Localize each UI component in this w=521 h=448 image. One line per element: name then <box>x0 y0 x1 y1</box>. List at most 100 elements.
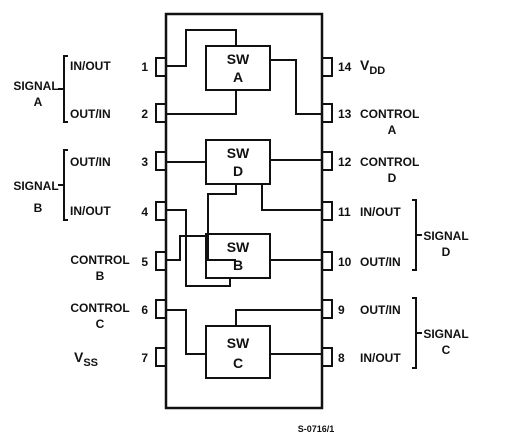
switch-b-box <box>205 233 271 279</box>
pin-5-label: CONTROL <box>70 253 129 267</box>
switch-d-title: SW <box>227 145 250 161</box>
pin-5-sublabel: B <box>96 269 105 283</box>
signal-a-letter: A <box>34 95 43 109</box>
switch-c-box <box>205 325 271 379</box>
pin-5-tab <box>155 251 166 271</box>
wire-swa-pin13 <box>270 59 322 115</box>
pin-4-number: 4 <box>141 205 148 219</box>
wire-pin2-swa <box>166 90 237 115</box>
pin-13-sublabel: A <box>388 123 397 137</box>
signal-d-group: SIGNAL D <box>412 199 469 271</box>
signal-c-group: SIGNAL C <box>412 297 469 369</box>
wire-swc-pin9 <box>235 309 322 326</box>
switch-b-title: SW <box>227 239 250 255</box>
pin-1-number: 1 <box>141 60 148 74</box>
pin-2-label: OUT/IN <box>70 107 111 121</box>
pin-1-tab <box>155 57 166 77</box>
signal-a-label: SIGNAL <box>13 79 58 93</box>
vdd-symbol: V <box>360 57 370 73</box>
signal-b-label: SIGNAL <box>13 179 58 193</box>
pin-13-number: 13 <box>338 107 352 121</box>
switch-a: SW A <box>205 45 271 91</box>
switch-c: SW C <box>205 325 271 379</box>
pin-9-tab <box>322 299 333 319</box>
pin-7-tab <box>155 347 166 367</box>
vss-subscript: SS <box>83 357 98 369</box>
signal-b-group: SIGNAL B <box>13 149 68 221</box>
signal-d-bracket <box>412 199 417 271</box>
signal-c-letter: C <box>442 343 451 357</box>
switch-c-letter: C <box>233 355 243 371</box>
signal-d-label: SIGNAL <box>423 229 468 243</box>
left-pin-numbers: 1 2 3 4 5 6 7 <box>141 60 148 365</box>
wire-pin4-swb <box>166 209 231 287</box>
right-pin-labels: VDD CONTROL A CONTROL D IN/OUT OUT/IN OU… <box>360 57 419 365</box>
pin-14-number: 14 <box>338 60 352 74</box>
pin-12-sublabel: D <box>388 171 397 185</box>
pin-3-label: OUT/IN <box>70 155 111 169</box>
pin-8-number: 8 <box>338 351 345 365</box>
pin-7-number: 7 <box>141 351 148 365</box>
switch-a-box <box>205 45 271 91</box>
switch-a-title: SW <box>227 51 250 67</box>
pin-6-sublabel: C <box>96 317 105 331</box>
pin-10-tab <box>322 251 333 271</box>
pin-13-tab <box>322 103 333 123</box>
left-pin-labels: IN/OUT OUT/IN OUT/IN IN/OUT CONTROL B CO… <box>70 59 130 369</box>
figure-code: S-0716/1 <box>298 424 335 434</box>
switch-b: SW B <box>205 233 271 279</box>
signal-a-bracket <box>63 55 68 123</box>
pin-3-number: 3 <box>141 155 148 169</box>
pin-4-label: IN/OUT <box>70 204 111 218</box>
pin-6-label: CONTROL <box>70 301 129 315</box>
switch-d-letter: D <box>233 163 243 179</box>
internal-wiring <box>166 29 322 355</box>
signal-c-label: SIGNAL <box>423 327 468 341</box>
wire-swd-pin11 <box>261 184 322 211</box>
pin-8-tab <box>322 347 333 367</box>
pin-10-number: 10 <box>338 255 352 269</box>
wire-pin1-swa <box>166 29 237 67</box>
pin-5-number: 5 <box>141 255 148 269</box>
pin-3-tab <box>155 151 166 171</box>
pin-4-tab <box>155 201 166 221</box>
pin-12-number: 12 <box>338 155 352 169</box>
pin-7-label: VSS <box>74 349 98 369</box>
switch-d-box <box>205 139 271 185</box>
pin-11-tab <box>322 201 333 221</box>
right-pin-tabs <box>322 57 333 367</box>
signal-a-group: SIGNAL A <box>13 55 68 123</box>
pin-11-label: IN/OUT <box>360 205 401 219</box>
pin-13-label: CONTROL <box>360 107 419 121</box>
signal-d-letter: D <box>442 245 451 259</box>
pin-8-label: IN/OUT <box>360 351 401 365</box>
switch-c-title: SW <box>227 335 250 351</box>
switch-d: SW D <box>205 139 271 185</box>
signal-b-letter: B <box>34 201 43 215</box>
left-pin-tabs <box>155 57 166 367</box>
wire-swd-swb <box>207 184 237 261</box>
pin-9-number: 9 <box>338 303 345 317</box>
pin-6-tab <box>155 299 166 319</box>
vdd-subscript: DD <box>369 65 385 77</box>
wire-pin5-swb <box>166 235 206 261</box>
pin-2-tab <box>155 103 166 123</box>
signal-b-bracket <box>63 149 68 221</box>
pin-14-tab <box>322 57 333 77</box>
pin-14-label: VDD <box>360 57 385 77</box>
switch-b-letter: B <box>233 257 243 273</box>
pin-11-number: 11 <box>338 205 351 219</box>
pin-10-label: OUT/IN <box>360 255 401 269</box>
switch-a-letter: A <box>233 69 243 85</box>
pin-1-label: IN/OUT <box>70 59 111 73</box>
pin-6-number: 6 <box>141 303 148 317</box>
pin-2-number: 2 <box>141 107 148 121</box>
right-pin-numbers: 14 13 12 11 10 9 8 <box>338 60 352 365</box>
signal-c-bracket <box>412 297 417 369</box>
vss-symbol: V <box>74 349 84 365</box>
wire-pin6-swc <box>166 309 206 355</box>
pin-9-label: OUT/IN <box>360 303 401 317</box>
pin-12-tab <box>322 151 333 171</box>
pin-12-label: CONTROL <box>360 155 419 169</box>
